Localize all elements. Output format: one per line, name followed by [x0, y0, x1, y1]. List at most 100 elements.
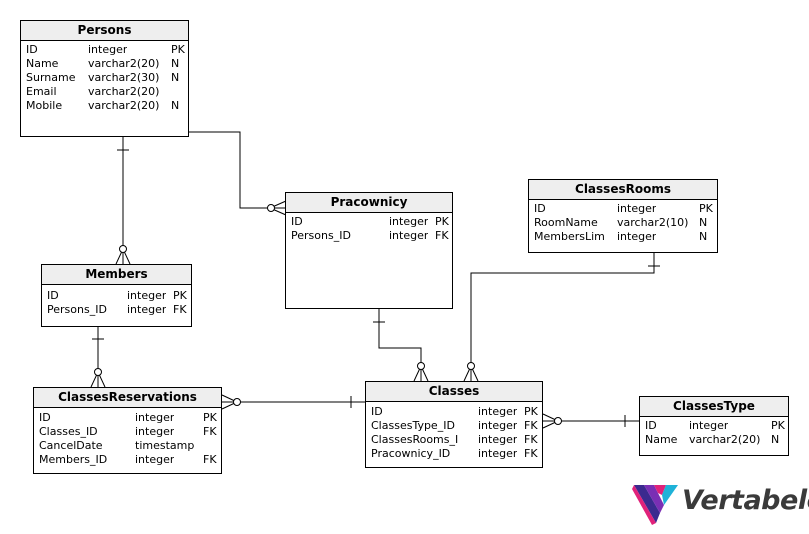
column-flag: FK: [524, 447, 538, 460]
column-type: varchar2(20): [88, 85, 160, 98]
entity-classestype[interactable]: ClassesType ID integer PK Name varchar2(20)…: [639, 396, 789, 456]
column-flag: N: [171, 71, 180, 84]
column-row: Persons_ID integer FK: [42, 303, 191, 317]
column-row: Mobile varchar2(20) N: [21, 99, 188, 113]
column-row: Email varchar2(20): [21, 85, 188, 99]
column-name: ClassesRooms_I: [371, 433, 459, 446]
column-name: CancelDate: [39, 439, 103, 452]
column-type: integer: [617, 230, 657, 243]
column-row: Pracownicy_ID integer FK: [366, 447, 542, 461]
column-flag: N: [699, 230, 708, 243]
column-row: RoomName varchar2(10) N: [529, 216, 717, 230]
entity-title: Persons: [21, 21, 188, 41]
column-name: ID: [371, 405, 383, 418]
column-name: ID: [26, 43, 38, 56]
entity-title: ClassesType: [640, 397, 788, 417]
entity-title: Classes: [366, 382, 542, 402]
column-type: integer: [478, 405, 518, 418]
column-row: ID integer PK: [529, 202, 717, 216]
entity-title: Pracownicy: [286, 193, 452, 213]
column-type: integer: [88, 43, 128, 56]
column-flag: FK: [173, 303, 187, 316]
column-flag: FK: [203, 453, 217, 466]
column-type: integer: [135, 411, 175, 424]
relationship-persons-members: [115, 137, 131, 265]
column-name: MembersLim: [534, 230, 605, 243]
column-row: ID integer PK: [42, 289, 191, 303]
column-name: Persons_ID: [291, 229, 351, 242]
column-name: Name: [645, 433, 678, 446]
column-row: ID integer PK: [640, 419, 788, 433]
column-flag: N: [771, 433, 780, 446]
column-type: timestamp: [135, 439, 195, 452]
column-name: Persons_ID: [47, 303, 107, 316]
column-name: Members_ID: [39, 453, 108, 466]
vertabelo-logo-icon: [632, 485, 678, 525]
column-type: varchar2(30): [88, 71, 160, 84]
column-row: ID integer PK: [34, 411, 221, 425]
column-flag: PK: [173, 289, 187, 302]
column-name: ClassesType_ID: [371, 419, 455, 432]
entity-title: ClassesReservations: [34, 388, 221, 408]
column-type: integer: [478, 447, 518, 460]
column-type: integer: [389, 229, 429, 242]
column-name: ID: [291, 215, 303, 228]
column-name: ID: [47, 289, 59, 302]
column-name: Surname: [26, 71, 76, 84]
entity-title: Members: [42, 265, 191, 285]
column-type: integer: [689, 419, 729, 432]
column-flag: N: [699, 216, 708, 229]
relationship-classes-classesreservations: [221, 394, 366, 410]
column-type: varchar2(10): [617, 216, 689, 229]
column-name: ID: [534, 202, 546, 215]
entity-classesreservations[interactable]: ClassesReservations ID integer PK Classes_…: [33, 387, 222, 474]
relationship-persons-pracownicy: [189, 131, 287, 216]
column-flag: PK: [435, 215, 449, 228]
column-row: Classes_ID integer FK: [34, 425, 221, 439]
column-name: ID: [39, 411, 51, 424]
vertabelo-logo-text: Vertabelo: [682, 485, 809, 516]
column-row: Persons_ID integer FK: [286, 229, 452, 243]
column-row: Name varchar2(20) N: [640, 433, 788, 447]
column-flag: PK: [699, 202, 713, 215]
column-flag: PK: [203, 411, 217, 424]
column-row: MembersLim integer N: [529, 230, 717, 244]
column-type: integer: [135, 425, 175, 438]
column-type: varchar2(20): [88, 57, 160, 70]
column-type: integer: [478, 433, 518, 446]
column-name: ID: [645, 419, 657, 432]
column-type: integer: [127, 289, 167, 302]
column-flag: FK: [524, 433, 538, 446]
column-flag: PK: [771, 419, 785, 432]
column-name: Classes_ID: [39, 425, 98, 438]
relationship-pracownicy-classes: [373, 309, 429, 382]
column-row: Surname varchar2(30) N: [21, 71, 188, 85]
column-flag: PK: [524, 405, 538, 418]
column-type: integer: [127, 303, 167, 316]
column-row: CancelDate timestamp: [34, 439, 221, 453]
column-name: Pracownicy_ID: [371, 447, 451, 460]
column-name: RoomName: [534, 216, 598, 229]
relationship-members-classesreservations: [90, 327, 106, 388]
column-flag: FK: [203, 425, 217, 438]
column-type: varchar2(20): [88, 99, 160, 112]
column-name: Email: [26, 85, 57, 98]
relationship-classesrooms-classes: [463, 253, 660, 382]
column-name: Mobile: [26, 99, 63, 112]
column-type: varchar2(20): [689, 433, 761, 446]
column-type: integer: [617, 202, 657, 215]
column-flag: FK: [435, 229, 449, 242]
column-flag: N: [171, 57, 180, 70]
column-flag: N: [171, 99, 180, 112]
